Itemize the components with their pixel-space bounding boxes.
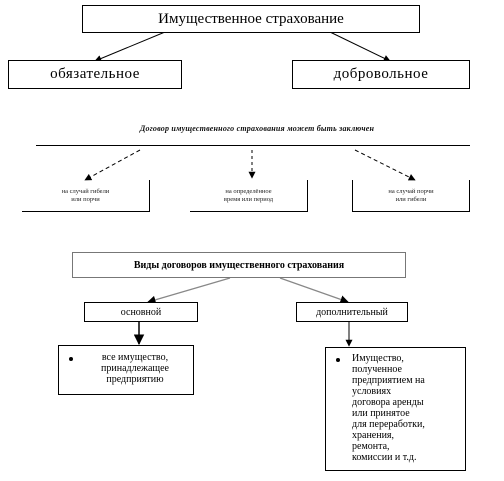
arrow-to-obligatory: [94, 31, 166, 62]
main-item-bullet: [69, 357, 73, 361]
main-item-text: все имущество, принадлежащее предприятию: [101, 352, 169, 385]
additional-box: дополнительный: [296, 302, 408, 322]
voluntary-label: добровольное: [333, 66, 429, 82]
dashed-arrow-left: [84, 149, 141, 181]
sub-box-left-text: на случай гибели или порчи: [61, 187, 110, 203]
sub-box-middle-text: на определённое время или период: [223, 187, 274, 203]
main-box: основной: [84, 302, 198, 322]
sub-box-middle: на определённое время или период: [190, 180, 308, 212]
sub-box-left: на случай гибели или порчи: [22, 180, 150, 212]
additional-label: дополнительный: [316, 306, 388, 318]
contract-note-underline: [36, 145, 470, 146]
voluntary-box: добровольное: [292, 60, 470, 89]
arrow-to-main: [147, 277, 231, 304]
dashed-arrow-right: [354, 149, 416, 181]
sub-box-right: на случай порчи или гибели: [352, 180, 470, 212]
sub-box-right-text: на случай порчи или гибели: [388, 187, 434, 203]
additional-item-text: Имущество, полученное предприятием на ус…: [352, 353, 425, 463]
main-label: основной: [120, 306, 162, 318]
property-insurance-title: Имущественное страхование: [158, 10, 344, 27]
main-items-box: все имущество, принадлежащее предприятию: [58, 345, 194, 395]
arrow-to-additional: [279, 277, 349, 304]
arrow-to-voluntary: [329, 31, 391, 62]
obligatory-box: обязательное: [8, 60, 182, 89]
additional-items-box: Имущество, полученное предприятием на ус…: [325, 347, 466, 471]
contract-types-title: Виды договоров имущественного страховани…: [133, 259, 345, 271]
additional-item-bullet: [336, 358, 340, 362]
obligatory-label: обязательное: [50, 66, 140, 82]
property-insurance-box: Имущественное страхование: [82, 5, 420, 33]
contract-types-box: Виды договоров имущественного страховани…: [72, 252, 406, 278]
contract-note: Договор имущественного страхования может…: [139, 124, 375, 133]
